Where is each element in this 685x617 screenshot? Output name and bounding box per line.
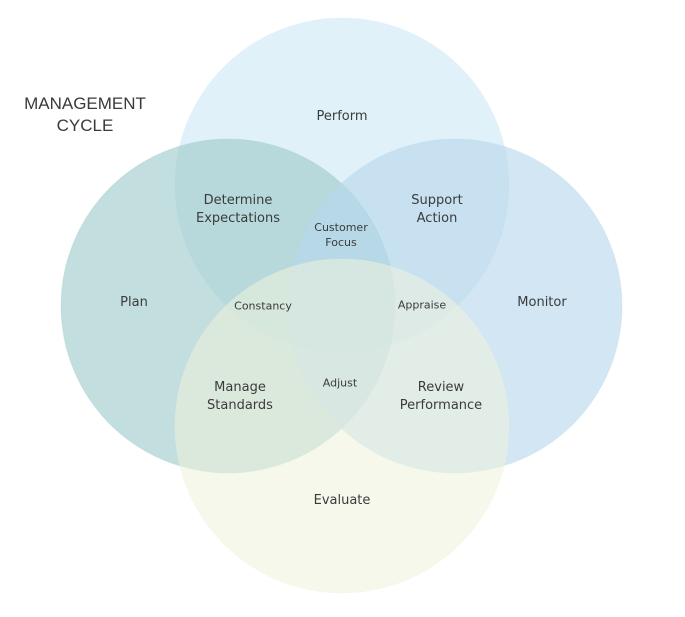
constancy-label: Constancy [234,299,292,313]
title-line-2: CYCLE [56,116,114,135]
review-performance-label: Review Performance [400,379,482,415]
plan-label: Plan [120,295,148,310]
customer-focus-label: Customer Focus [314,220,367,250]
support-action-line-1: Support [411,193,463,208]
monitor-label: Monitor [517,295,567,310]
appraise-label: Appraise [397,298,447,312]
manage-standards-line-2: Standards [207,398,273,413]
manage-standards-line-1: Manage [214,380,266,395]
review-performance-line-1: Review [417,380,465,395]
perform-label: Perform [316,109,368,124]
evaluate-label: Evaluate [313,493,371,508]
adjust-label: Adjust [322,376,358,390]
support-action-line-2: Action [416,211,458,226]
customer-focus-line-1: Customer [314,221,368,234]
determine-expectations-label: Determine Expectations [196,192,280,228]
diagram-title: MANAGEMENT CYCLE [14,93,156,137]
determine-expectations-line-2: Expectations [195,211,281,226]
evaluate-circle [174,258,510,594]
support-action-label: Support Action [411,192,462,228]
review-performance-line-2: Performance [399,398,483,413]
title-line-1: MANAGEMENT [24,94,146,113]
determine-expectations-line-1: Determine [203,193,273,208]
customer-focus-line-2: Focus [325,236,357,249]
manage-standards-label: Manage Standards [207,379,273,415]
